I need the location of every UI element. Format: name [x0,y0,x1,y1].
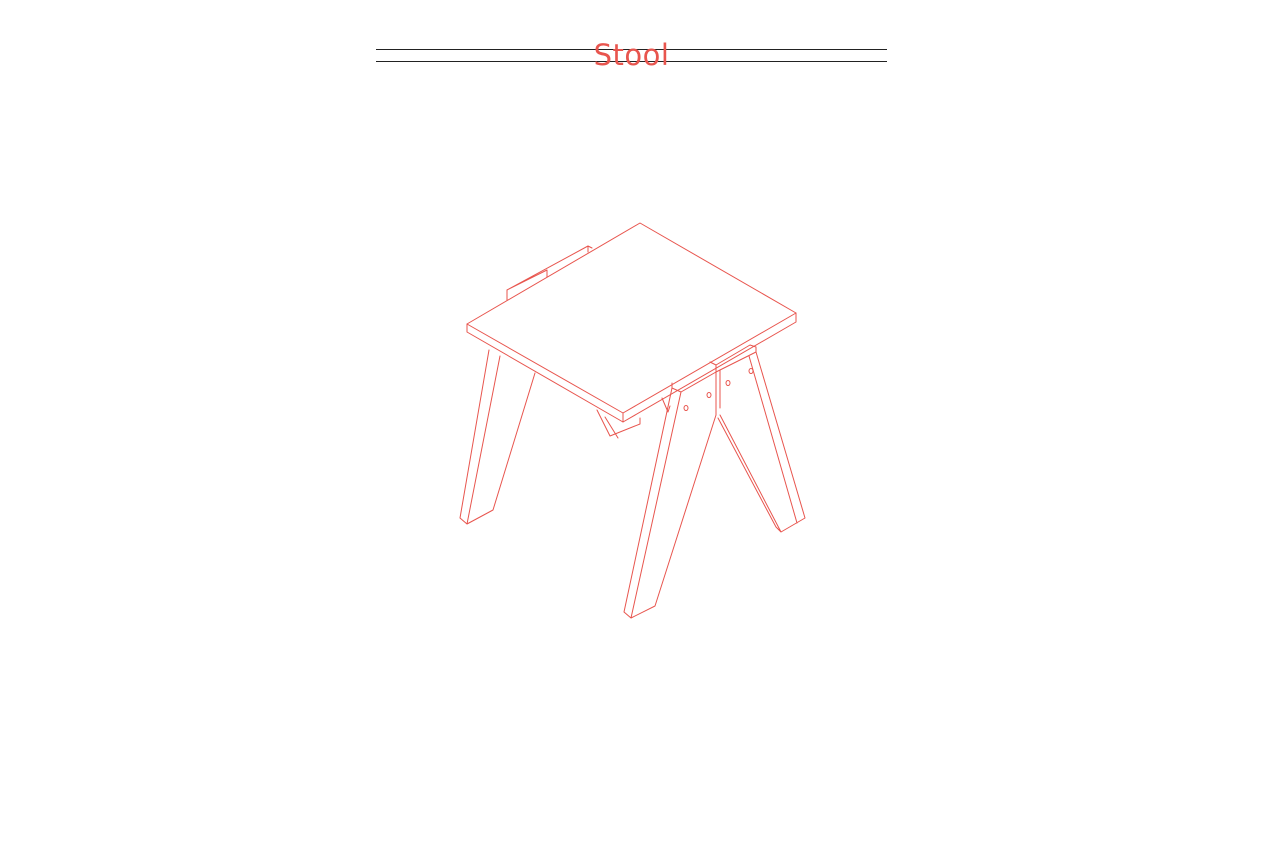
seat-left-edge [466,323,624,423]
rear-middle-leg [596,409,641,439]
rear-stretcher [506,245,593,301]
title-rule-top [376,49,887,50]
back-left-leg [459,349,536,525]
title-rule-bottom [376,61,887,62]
right-leg [717,351,806,533]
seat-right-edge [622,312,797,423]
screw-hole-2 [706,392,712,398]
front-leg [623,387,717,619]
screw-hole-1 [683,405,689,411]
front-bracket [671,344,757,416]
rear-middle-leg-notch [661,397,671,413]
title-bar: Stool [376,38,887,72]
page-title: Stool [593,38,670,72]
seat-top-face [466,222,797,414]
stool-outline [459,222,806,619]
screw-hole-3 [725,380,731,386]
front-bracket-right [715,351,757,409]
screw-hole-4 [748,368,754,374]
